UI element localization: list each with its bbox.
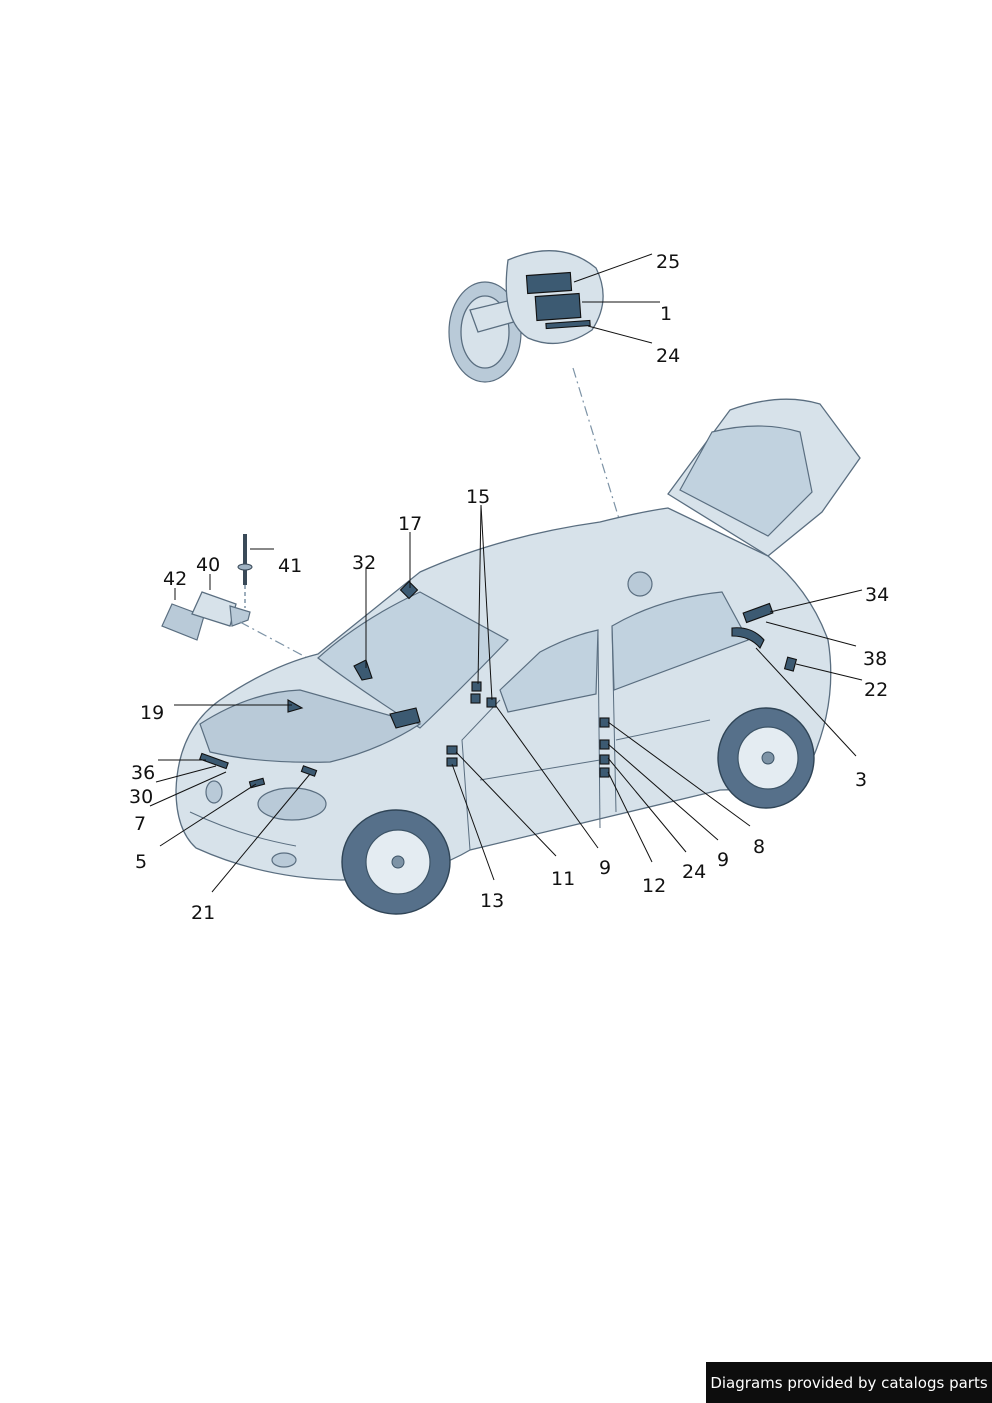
leader-lines [149, 253, 863, 893]
callout-32: 32 [352, 552, 376, 574]
callout-38: 38 [863, 648, 887, 670]
callout-9-right: 9 [717, 849, 729, 871]
bracket-parts [161, 534, 253, 641]
callout-17: 17 [398, 513, 422, 535]
callout-9-left: 9 [599, 857, 611, 879]
callout-30: 30 [129, 786, 153, 808]
label-parts [199, 580, 798, 789]
callout-3: 3 [855, 769, 867, 791]
callout-5: 5 [135, 851, 147, 873]
callout-22: 22 [864, 679, 888, 701]
car-illustration [175, 398, 861, 915]
credits-badge: Diagrams provided by catalogs parts [706, 1362, 992, 1403]
callout-24-top: 24 [656, 345, 680, 367]
callout-42: 42 [163, 568, 187, 590]
callout-11: 11 [551, 868, 575, 890]
callout-41: 41 [278, 555, 302, 577]
callout-8: 8 [753, 836, 765, 858]
callout-40: 40 [196, 554, 220, 576]
callout-19: 19 [140, 702, 164, 724]
fuel-flap-detail [448, 250, 604, 383]
callout-15: 15 [466, 486, 490, 508]
callout-34: 34 [865, 584, 889, 606]
callout-24-bottom: 24 [682, 861, 706, 883]
callout-12: 12 [642, 875, 666, 897]
callout-labels: 25 1 24 15 17 41 40 42 32 34 38 22 19 3 … [129, 251, 889, 924]
callout-25: 25 [656, 251, 680, 273]
callout-36: 36 [131, 762, 155, 784]
callout-13: 13 [480, 890, 504, 912]
callout-1: 1 [660, 303, 672, 325]
callout-7: 7 [134, 813, 146, 835]
callout-21: 21 [191, 902, 215, 924]
